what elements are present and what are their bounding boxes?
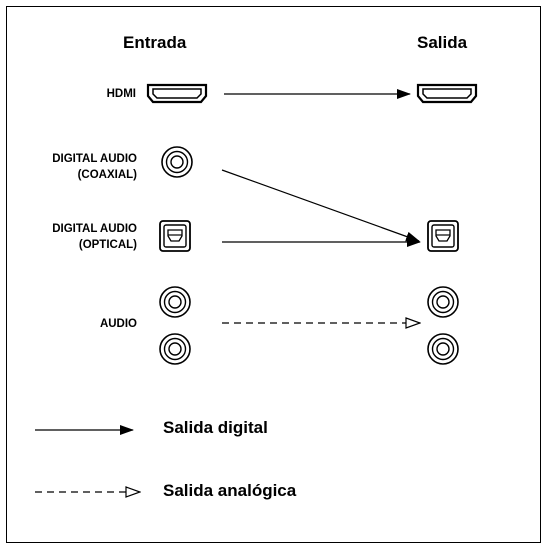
audio-output-top-icon xyxy=(427,286,459,318)
hdmi-output-icon xyxy=(416,83,478,104)
legend-digital-label: Salida digital xyxy=(163,418,268,437)
digital-optical-label: DIGITAL AUDIO (OPTICAL) xyxy=(52,221,137,253)
hdmi-label: HDMI xyxy=(107,86,136,102)
coaxial-input-icon xyxy=(161,146,193,178)
audio-label: AUDIO xyxy=(100,316,137,332)
legend-analog-label: Salida analógica xyxy=(163,481,297,500)
digital-optical-label-line1: DIGITAL AUDIO xyxy=(52,223,137,235)
audio-output-bottom-icon xyxy=(427,333,459,365)
digital-coaxial-label-line2: (COAXIAL) xyxy=(77,169,137,181)
audio-input-top-icon xyxy=(159,286,191,318)
digital-coaxial-label-line1: DIGITAL AUDIO xyxy=(52,153,137,165)
audio-input-bottom-icon xyxy=(159,333,191,365)
input-header: Entrada xyxy=(123,33,187,52)
output-header: Salida xyxy=(417,33,468,52)
coaxial-arrow xyxy=(221,169,420,242)
optical-output-icon xyxy=(427,220,459,252)
diagram-frame xyxy=(6,6,541,543)
digital-coaxial-label: DIGITAL AUDIO (COAXIAL) xyxy=(52,151,137,183)
hdmi-label-text: HDMI xyxy=(106,88,136,100)
audio-label-text: AUDIO xyxy=(99,318,137,330)
digital-optical-label-line2: (OPTICAL) xyxy=(78,239,137,251)
optical-input-icon xyxy=(159,220,191,252)
hdmi-input-icon xyxy=(146,83,208,104)
